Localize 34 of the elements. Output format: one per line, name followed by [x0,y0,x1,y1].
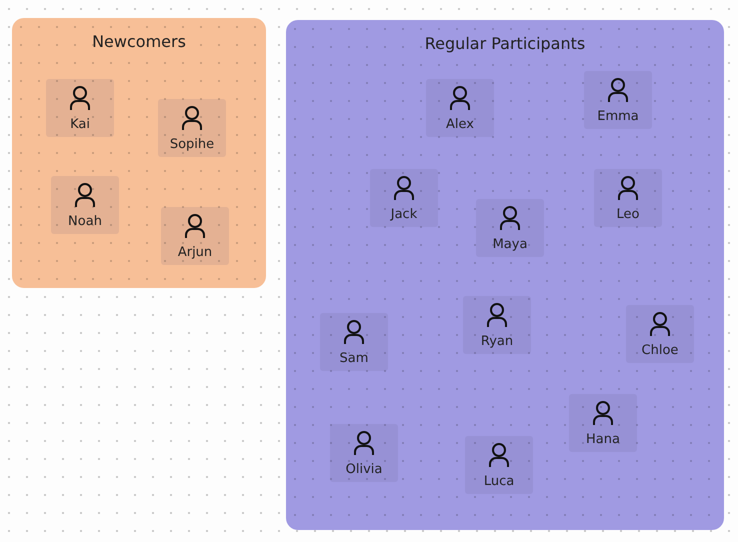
person-card [426,79,494,137]
person-card [46,79,114,137]
person-card [370,169,438,227]
group-title: Regular Participants [424,34,586,53]
person-name: Alex [446,117,474,133]
person-card [476,199,544,257]
person-card [569,394,637,452]
person-card [330,424,398,482]
person-name: Sopihe [170,137,214,153]
person-card [320,313,388,371]
person-name: Arjun [178,245,212,261]
person-name: Sam [340,351,368,367]
person-name: Hana [586,432,620,448]
person-name: Emma [597,109,639,125]
group-title: Newcomers [92,32,186,51]
person-name: Kai [70,117,90,133]
person-card [51,176,119,234]
person-card [626,305,694,363]
person-name: Ryan [480,334,514,350]
person-card [584,71,652,129]
person-name: Chloe [642,343,678,359]
person-name: Jack [390,207,418,223]
person-name: Olivia [346,462,382,478]
group-panel [12,18,266,288]
person-card [463,296,531,354]
person-name: Noah [68,214,102,230]
person-name: Leo [616,207,640,223]
group-panel [286,20,724,530]
person-name: Luca [484,474,514,490]
person-card [594,169,662,227]
person-card [161,207,229,265]
person-card [465,436,533,494]
person-card [158,99,226,157]
person-name: Maya [492,237,528,253]
